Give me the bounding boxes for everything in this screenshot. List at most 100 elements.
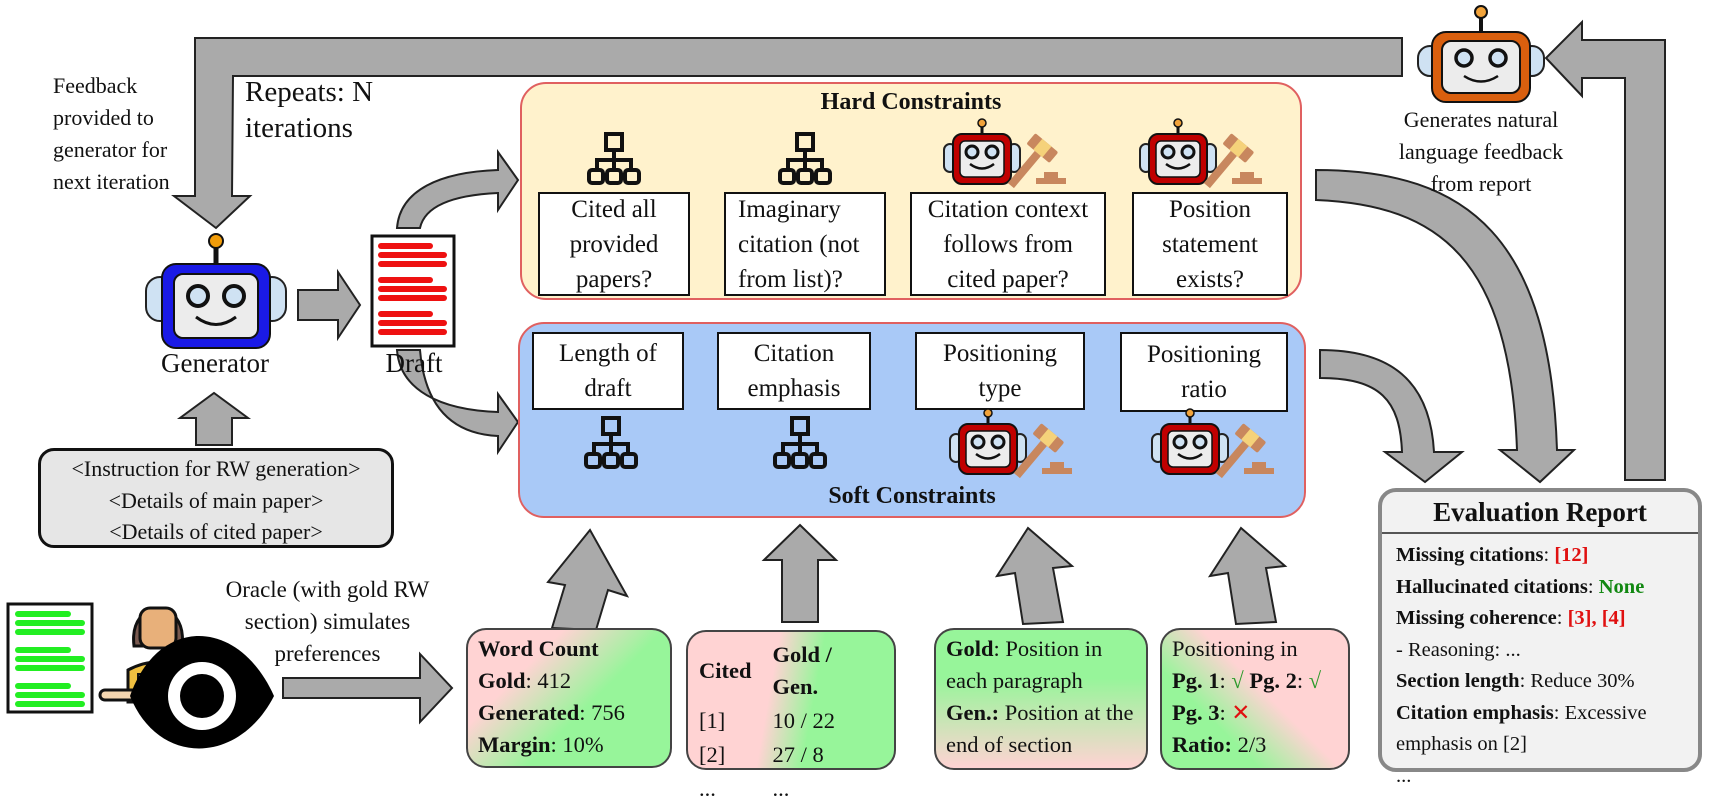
gold-label: Gold xyxy=(478,668,526,693)
report-hallucinated-citations: Hallucinated citations: None xyxy=(1396,575,1645,598)
gold-position-text: : Position in each paragraph xyxy=(946,636,1103,693)
constraint-label-line: follows from xyxy=(943,230,1073,258)
report-field-label: Missing coherence xyxy=(1396,607,1557,629)
constraint-label-line: Positioning xyxy=(1147,341,1261,368)
pg1-label: Pg. 1 xyxy=(1172,668,1220,693)
feedback-note: Feedback provided to generator for next … xyxy=(53,70,203,198)
generated-label: Generated xyxy=(478,700,580,725)
gen-label: Gen.: xyxy=(946,700,1000,725)
hierarchy-icon xyxy=(778,132,832,185)
input-cited-paper: <Details of cited paper> xyxy=(109,519,323,544)
oracle-caption-line: Oracle (with gold RW xyxy=(225,577,430,602)
oracle-caption-line: preferences xyxy=(274,641,381,666)
report-field-label: Hallucinated citations xyxy=(1396,575,1588,598)
report-missing-coherence: Missing coherence: [3], [4] xyxy=(1396,607,1626,629)
report-field-value: [3], [4] xyxy=(1567,607,1626,629)
constraint-label-line: emphasis xyxy=(747,375,841,402)
gold-gen-value: 10 / 22 xyxy=(772,708,836,733)
cited-header: Cited xyxy=(699,658,752,683)
feedback-loop-arrow xyxy=(171,37,1403,230)
soft-to-report-arrow xyxy=(1319,348,1465,484)
word-count-title: Word Count xyxy=(478,636,599,661)
report-field-value: : Excessive emphasis on [2] xyxy=(1396,701,1647,756)
preference-citation-emphasis: Cited Gold / Gen. [1] 10 / 22 [2] 27 / 8 .… xyxy=(686,630,896,801)
report-section-length: Section length: Reduce 30% xyxy=(1396,666,1698,698)
feedback-caption-line: Generates natural xyxy=(1403,107,1559,132)
constraint-label-line: statement xyxy=(1162,230,1258,258)
table-row: [2] 27 / 8 xyxy=(698,738,884,772)
llm-judge-icon xyxy=(942,117,1068,197)
check-icon: √ xyxy=(1308,668,1322,693)
constraint-label-line: from list)? xyxy=(738,265,843,293)
ratio-label: Ratio: xyxy=(1172,732,1232,757)
cited-id: [1] xyxy=(699,708,726,733)
constraint-label-line: exists? xyxy=(1175,265,1245,293)
report-title: Evaluation Report xyxy=(1382,492,1698,534)
gold-document-icon xyxy=(6,602,94,714)
gold-label: Gold xyxy=(946,636,994,661)
oracle-caption-line: section) simulates xyxy=(244,609,411,634)
preference-word-count: Word Count Gold: 412 Generated: 756 Marg… xyxy=(466,628,672,768)
report-field-value: [12] xyxy=(1554,544,1589,566)
constraint-label-line: papers? xyxy=(575,265,653,293)
citation-table: Cited Gold / Gen. [1] 10 / 22 [2] 27 / 8 .… xyxy=(698,635,884,806)
check-icon: √ xyxy=(1231,668,1244,693)
inputs-box: <Instruction for RW generation> <Details… xyxy=(38,448,394,548)
preference-position-type: Gold: Position in each paragraph Gen.: P… xyxy=(934,628,1148,770)
preference-position-ratio: Positioning in Pg. 1: √ Pg. 2: √ Pg. 3: … xyxy=(1160,628,1350,770)
feedback-note-line: provided to xyxy=(53,105,154,130)
constraint-label-line: draft xyxy=(584,375,632,402)
table-header-row: Cited Gold / Gen. xyxy=(698,635,884,704)
hierarchy-icon xyxy=(773,416,827,469)
constraint-label-line: Cited all xyxy=(571,195,657,223)
generator-label: Generator xyxy=(161,348,269,378)
ratio-value: 2/3 xyxy=(1237,732,1267,757)
cross-icon: ✕ xyxy=(1231,700,1251,725)
oracle-person-eye-icon xyxy=(98,606,274,749)
margin-label: Margin xyxy=(478,732,551,757)
eye-icon xyxy=(130,636,274,749)
hard-constraints-title: Hard Constraints xyxy=(820,89,1002,115)
gold-gen-value: 27 / 8 xyxy=(772,742,824,767)
cited-id: [2] xyxy=(699,742,726,767)
gold-word-count: 412 xyxy=(537,668,572,693)
oracle-caption: Oracle (with gold RW section) simulates … xyxy=(205,574,450,670)
pg3-label: Pg. 3 xyxy=(1172,700,1220,725)
generated-word-count: 756 xyxy=(591,700,625,725)
generator-robot-icon xyxy=(145,233,287,349)
input-instruction: <Instruction for RW generation> xyxy=(71,456,361,481)
report-field-value: None xyxy=(1598,575,1645,598)
draft-label: Draft xyxy=(385,348,443,378)
flow-arrows xyxy=(171,19,1666,725)
draft-to-soft-arrow xyxy=(395,349,520,456)
report-citation-emphasis: Citation emphasis: Excessive emphasis on… xyxy=(1396,698,1698,761)
generator-to-draft-arrow xyxy=(297,268,362,342)
hard-constraint-position-statement: Position statement exists? xyxy=(1132,192,1288,296)
report-ellipsis: ... xyxy=(1396,764,1412,787)
constraint-label-line: type xyxy=(978,375,1022,402)
constraint-label-line: Position xyxy=(1169,195,1251,223)
pg2-label: Pg. 2 xyxy=(1249,668,1297,693)
constraint-label-line: Imaginary xyxy=(738,195,841,223)
gold-gen-value: ... xyxy=(772,776,790,801)
draft-document-icon xyxy=(370,234,456,348)
gold-gen-header: Gold / Gen. xyxy=(772,642,832,699)
margin-value: 10% xyxy=(562,732,604,757)
report-field-label: Section length xyxy=(1396,670,1520,692)
constraint-label-line: cited paper? xyxy=(947,265,1069,293)
report-field-label: Citation emphasis xyxy=(1396,701,1554,724)
report-reasoning: - Reasoning: ... xyxy=(1396,638,1521,661)
constraint-label-line: ratio xyxy=(1181,376,1227,403)
llm-judge-icon xyxy=(1138,117,1264,197)
feedback-caption: Generates natural language feedback from… xyxy=(1366,104,1596,200)
draft-to-hard-arrow xyxy=(395,148,520,229)
oracle-to-preferences-arrow xyxy=(282,651,454,725)
feedback-note-line: generator for xyxy=(53,137,168,162)
feedback-note-line: Feedback xyxy=(53,73,138,98)
constraint-label-line: Length of xyxy=(559,340,657,367)
